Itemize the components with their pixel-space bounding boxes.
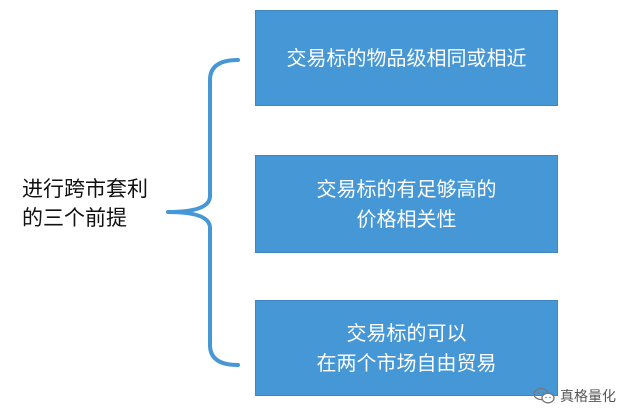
wechat-icon [533, 387, 555, 404]
left-label-line-1: 进行跨市套利 [22, 177, 148, 201]
premise-box-3-line-2: 在两个市场自由贸易 [316, 351, 497, 375]
premise-box-3-line-1: 交易标的可以 [346, 321, 467, 345]
left-label-line-2: 的三个前提 [22, 206, 127, 230]
premise-box-3: 交易标的可以 在两个市场自由贸易 [255, 300, 558, 396]
left-label: 进行跨市套利 的三个前提 [22, 175, 172, 233]
premise-box-2-line-1: 交易标的有足够高的 [316, 177, 497, 201]
premise-box-2-line-2: 价格相关性 [356, 207, 457, 231]
premise-box-1-line-1: 交易标的物品级相同或相近 [286, 46, 527, 70]
premise-box-2: 交易标的有足够高的 价格相关性 [255, 155, 558, 253]
watermark-text: 真格量化 [560, 389, 616, 405]
watermark: 真格量化 [533, 386, 616, 406]
premise-box-1: 交易标的物品级相同或相近 [255, 10, 558, 106]
